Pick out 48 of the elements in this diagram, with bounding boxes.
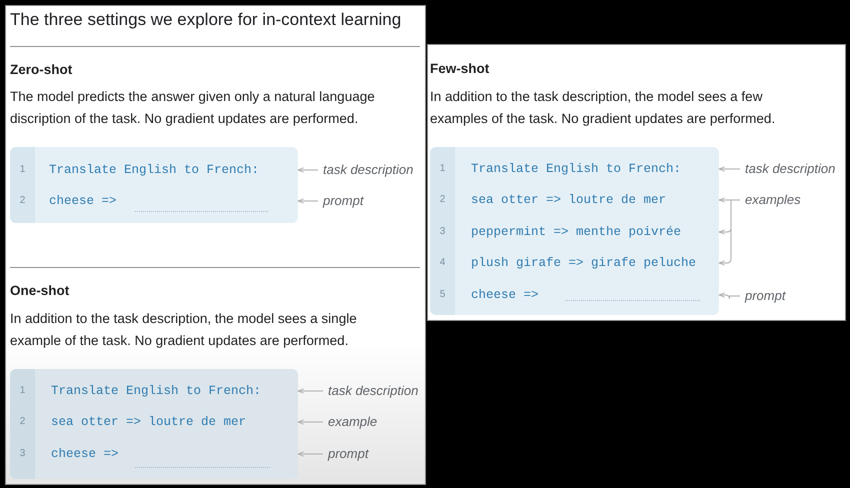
code-block xyxy=(10,147,298,223)
line-number: 5 xyxy=(438,288,446,302)
section-heading: Zero-shot xyxy=(10,61,72,79)
section-description: In addition to the task description, the model sees a few examples of the task. No gradient updates are performed. xyxy=(430,88,776,128)
code-text: cheese => xyxy=(51,446,119,463)
code-text: Translate English to French: xyxy=(51,383,262,400)
line-number: 2 xyxy=(18,194,26,208)
leader-arrow xyxy=(298,451,324,457)
leader-arrow xyxy=(298,167,318,173)
annotation-label: example xyxy=(323,412,378,432)
code-text: Translate English to French: xyxy=(471,161,682,178)
leader-arrow xyxy=(718,200,740,266)
code-text: Translate English to French: xyxy=(49,162,260,179)
section-description: In addition to the task description, the model sees a single example of the task. No gradient updates are performed. xyxy=(10,310,358,350)
annotation-label: prompt xyxy=(740,286,786,306)
annotation-label: task description xyxy=(740,159,836,179)
annotation-label: prompt xyxy=(323,444,368,464)
code-block xyxy=(430,147,719,315)
line-number: 1 xyxy=(18,384,26,398)
code-text: peppermint => menthe poivrée xyxy=(471,224,682,241)
page-title: The three settings we explore for in-context learning xyxy=(10,9,402,31)
section-heading: One-shot xyxy=(10,282,70,300)
card-panel xyxy=(5,5,426,485)
leader-arrow xyxy=(298,198,318,204)
line-number: 2 xyxy=(18,415,26,429)
code-text: sea otter => loutre de mer xyxy=(471,192,666,209)
section-heading: Few-shot xyxy=(430,60,490,78)
leader-arrow xyxy=(718,166,740,172)
annotation-label: examples xyxy=(740,190,801,210)
leader-arrow xyxy=(298,388,324,394)
leader-arrow xyxy=(718,292,740,300)
code-text: cheese => xyxy=(471,287,539,304)
section-description: The model predicts the answer given only a natural language discription of the task. No gradient updates are performed. xyxy=(10,88,376,128)
line-number: 1 xyxy=(438,162,446,176)
code-block xyxy=(10,369,298,479)
code-text: sea otter => loutre de mer xyxy=(51,414,246,431)
annotation-label: prompt xyxy=(318,191,364,211)
line-number: 3 xyxy=(18,447,26,461)
code-text: plush girafe => girafe peluche xyxy=(471,255,696,272)
code-text: cheese => xyxy=(49,193,117,210)
line-number: 2 xyxy=(438,193,446,207)
line-number: 1 xyxy=(18,163,26,177)
annotation-label: task description xyxy=(318,160,414,180)
annotation-label: task description xyxy=(323,381,418,401)
leader-arrow xyxy=(298,419,324,425)
card-panel xyxy=(427,44,846,321)
line-number: 3 xyxy=(438,225,446,239)
line-number: 4 xyxy=(438,256,446,270)
